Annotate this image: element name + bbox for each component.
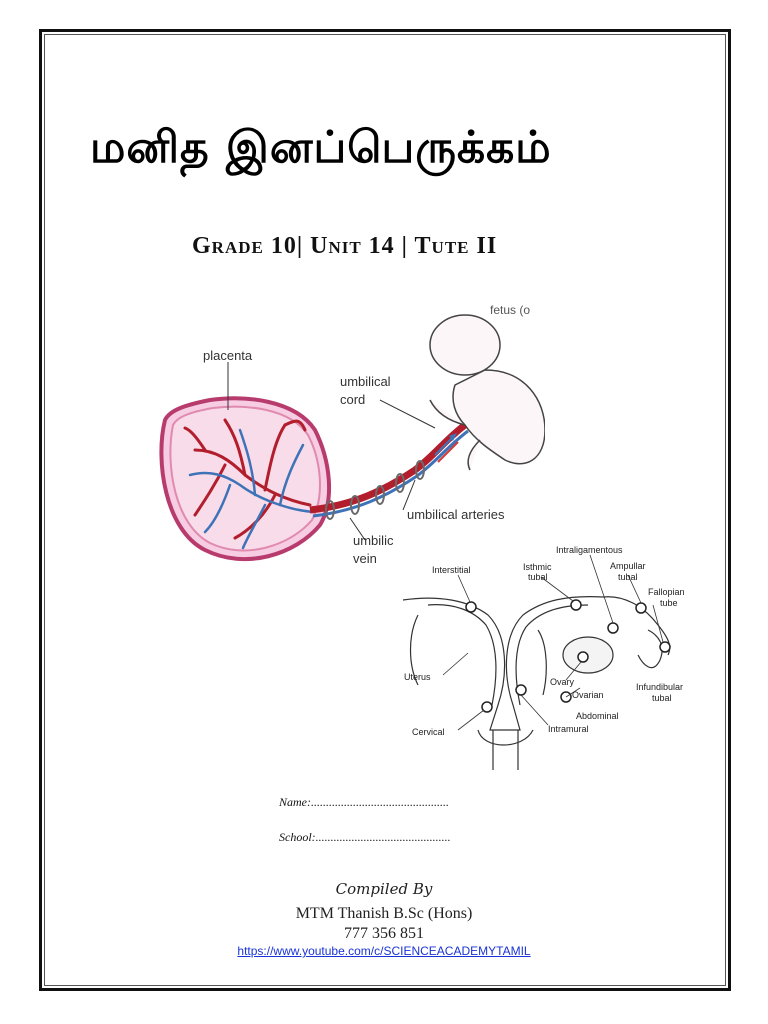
page-title: மனித இனப்பெருக்கம் [90,122,552,173]
label-ovary: Ovary [550,677,575,687]
label-interstitial: Interstitial [432,565,471,575]
label-ampullar-2: tubal [618,572,638,582]
author-phone: 777 356 851 [344,925,424,942]
placenta-umbilical-figure: placenta umbilical cord umbilical arteri… [159,303,545,566]
school-field[interactable]: School:.................................… [279,830,451,844]
page-border-inner [44,34,726,986]
label-abdominal: Abdominal [576,711,619,721]
name-field[interactable]: Name:...................................… [279,795,449,809]
label-umbilical-arteries: umbilical arteries [407,507,505,522]
label-fetus: fetus (o [490,303,530,317]
fetus-drawing [429,314,545,471]
label-infundibular-1: Infundibular [636,682,683,692]
label-placenta: placenta [203,348,253,363]
page-subtitle: Grade 10| Unit 14 | Tute II [192,233,498,259]
label-isthmic-1: Isthmic [523,562,552,572]
youtube-link-container: https://www.youtube.com/c/SCIENCEACADEMY… [0,944,768,958]
label-umbilical-vein-2: vein [353,551,377,566]
label-umbilical-cord-2: cord [340,392,365,407]
youtube-link[interactable]: https://www.youtube.com/c/SCIENCEACADEMY… [237,944,531,958]
label-isthmic-2: tubal [528,572,548,582]
page-border [39,29,731,991]
label-cervical: Cervical [412,727,445,737]
umbilical-cord [309,422,468,514]
label-ampullar-1: Ampullar [610,561,646,571]
compiled-by-label: Compiled By [335,880,433,898]
uterus-ectopic-sites-figure: Interstitial Isthmic tubal Intraligament… [402,545,685,770]
label-intraligamentous: Intraligamentous [556,545,623,555]
label-fallopian-2: tube [660,598,678,608]
label-ovarian: Ovarian [572,690,604,700]
label-infundibular-2: tubal [652,693,672,703]
label-intramural: Intramural [548,724,589,734]
label-fallopian-1: Fallopian [648,587,685,597]
label-umbilical-vein-1: umbilic [353,533,394,548]
label-uterus: Uterus [404,672,431,682]
label-umbilical-cord-1: umbilical [340,374,391,389]
author-name: MTM Thanish B.Sc (Hons) [295,905,473,922]
